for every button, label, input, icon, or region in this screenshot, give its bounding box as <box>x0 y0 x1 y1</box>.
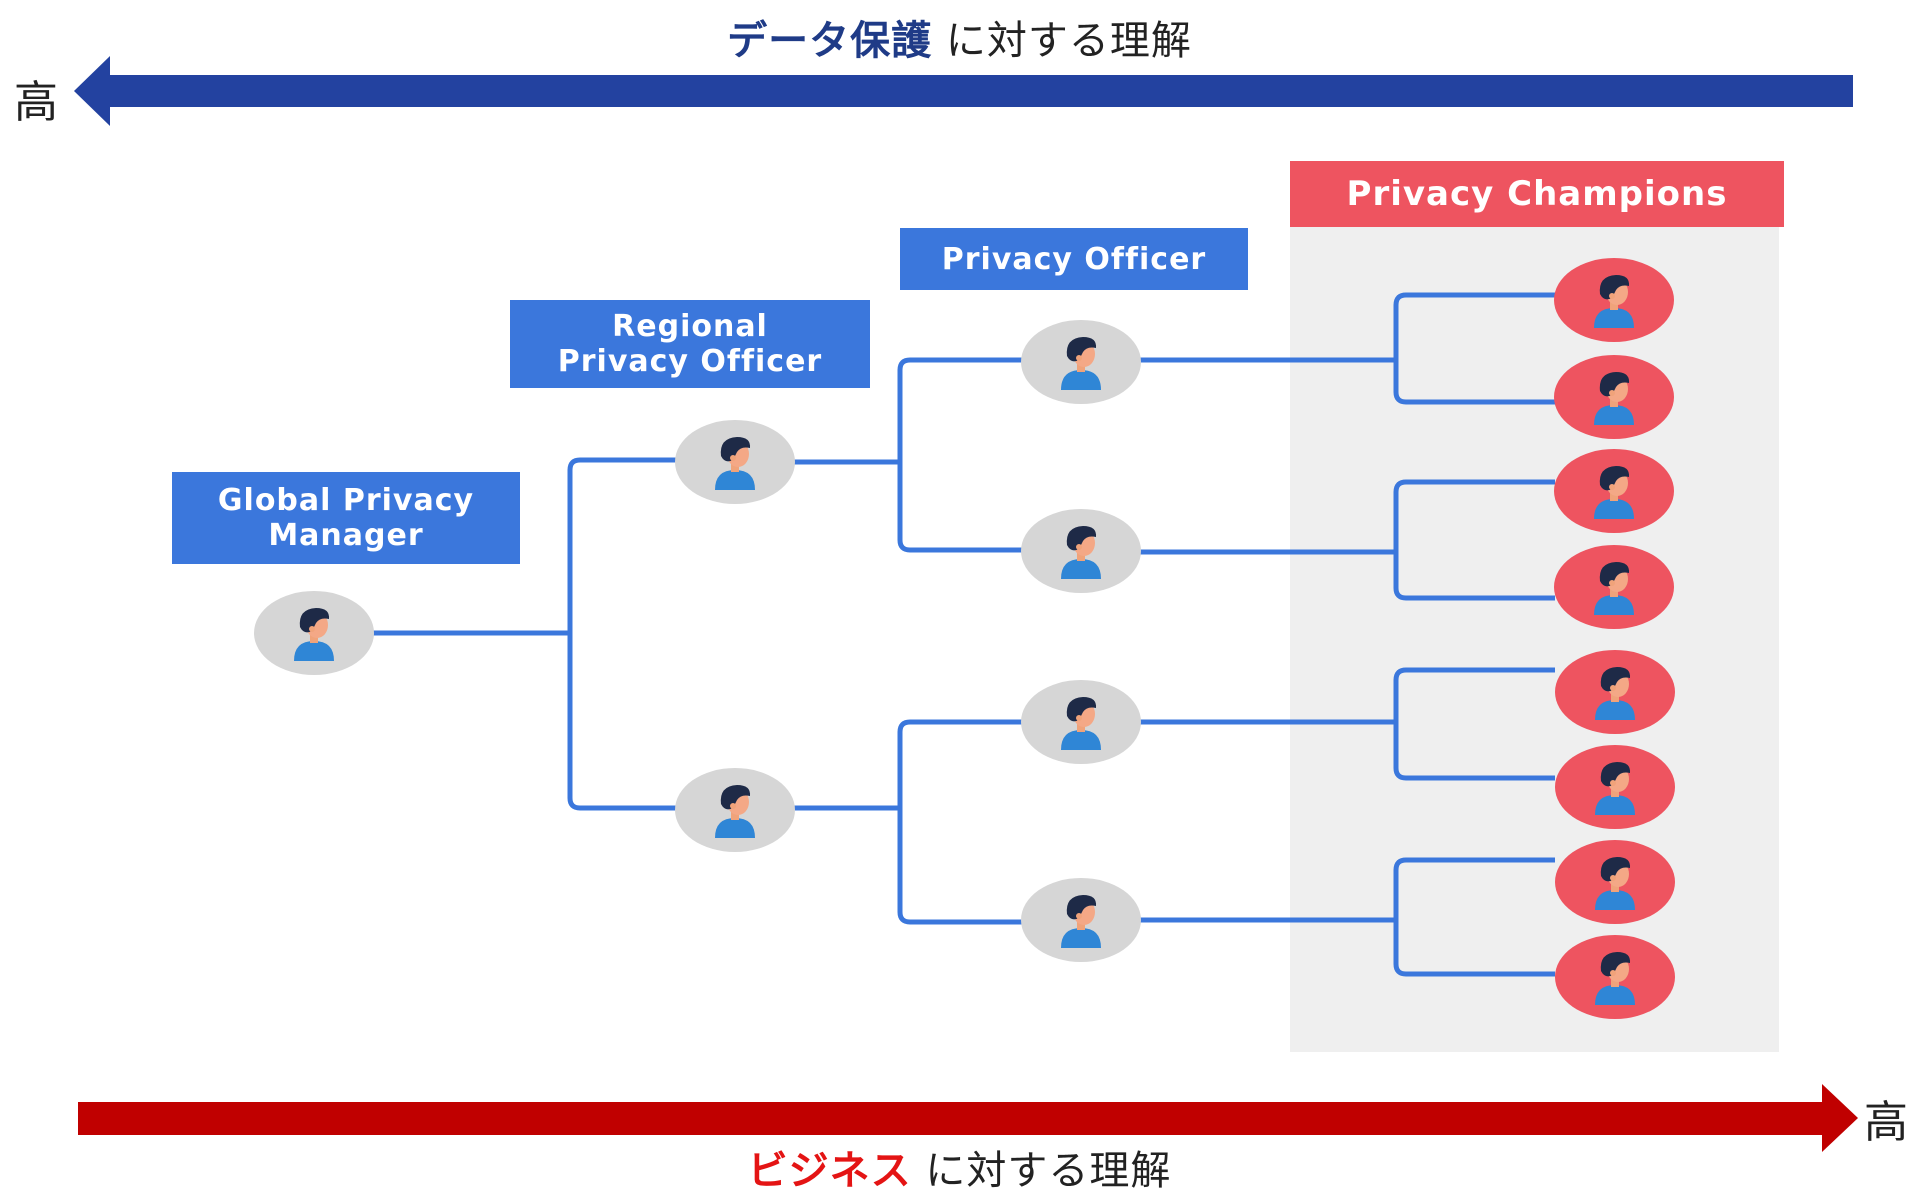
privacy-officer-node <box>1021 878 1141 962</box>
regional-privacy-officer-label: Regional Privacy Officer <box>510 300 870 388</box>
champions-panel <box>1290 226 1779 1052</box>
privacy-champion-node <box>1555 650 1675 734</box>
top-axis-caption: データ保護 に対する理解 <box>0 8 1919 66</box>
global-manager-node <box>254 591 374 675</box>
connector-officer-bracket-1 <box>897 357 1025 553</box>
bottom-axis-caption: ビジネス に対する理解 <box>0 1138 1919 1196</box>
top-axis-emphasis: データ保護 <box>727 18 933 64</box>
privacy-officer-node <box>1021 680 1141 764</box>
top-high-label: 高 <box>14 77 58 128</box>
connector-champion-bracket-1 <box>1393 292 1555 405</box>
connector-champion-bracket-4 <box>1393 857 1555 977</box>
global-label-line2: Manager <box>268 518 424 553</box>
connector-regional-bracket <box>567 457 680 811</box>
global-label-line1: Global Privacy <box>217 483 475 518</box>
privacy-officer-label-text: Privacy Officer <box>941 241 1207 277</box>
privacy-champions-label-text: Privacy Champions <box>1346 173 1728 214</box>
privacy-champion-node <box>1554 355 1674 439</box>
top-axis-rest: に対する理解 <box>945 18 1192 64</box>
arrow-left-icon <box>74 56 1853 126</box>
regional-officer-node <box>675 768 795 852</box>
privacy-champion-node <box>1554 449 1674 533</box>
privacy-champion-node <box>1555 745 1675 829</box>
connector-champion-bracket-2 <box>1393 479 1555 601</box>
privacy-champion-node <box>1555 935 1675 1019</box>
connector-officer-bracket-2 <box>897 719 1025 925</box>
connectors <box>370 292 1555 977</box>
privacy-champions-label: Privacy Champions <box>1290 161 1784 227</box>
bottom-axis-rest: に対する理解 <box>925 1148 1172 1194</box>
privacy-champion-node <box>1555 840 1675 924</box>
privacy-champion-node <box>1554 258 1674 342</box>
privacy-officer-node <box>1021 509 1141 593</box>
bottom-high-label: 高 <box>1864 1097 1908 1148</box>
connector-champion-bracket-3 <box>1393 667 1555 781</box>
regional-label-line1: Regional <box>612 309 768 344</box>
privacy-champion-node <box>1554 545 1674 629</box>
arrow-right-icon <box>78 1084 1858 1152</box>
regional-label-line2: Privacy Officer <box>557 344 823 379</box>
privacy-officer-label: Privacy Officer <box>900 228 1248 290</box>
bottom-axis-emphasis: ビジネス <box>747 1148 912 1194</box>
global-privacy-manager-label: Global Privacy Manager <box>172 472 520 564</box>
privacy-officer-node <box>1021 320 1141 404</box>
regional-officer-node <box>675 420 795 504</box>
